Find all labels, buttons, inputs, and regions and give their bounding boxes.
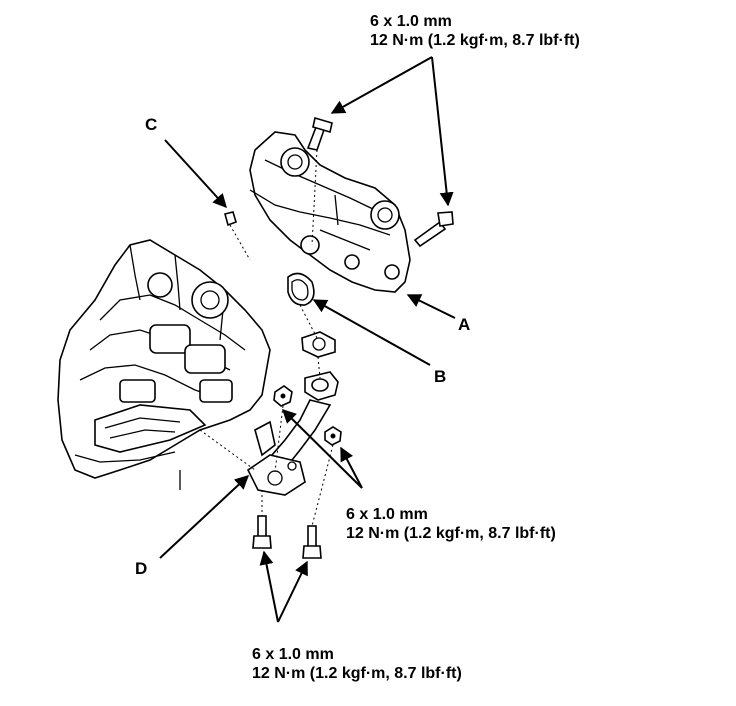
top-bolt-spec: 6 x 1.0 mm 12 N·m (1.2 kgf·m, 8.7 lbf·ft… bbox=[370, 12, 580, 50]
top-left-bolt bbox=[306, 116, 333, 151]
bottom-bolt-left bbox=[252, 515, 272, 549]
callout-b: B bbox=[434, 367, 447, 386]
middle-nut-left bbox=[273, 385, 293, 407]
alignment-lines bbox=[199, 149, 334, 527]
bottom-bolt-spec: 6 x 1.0 mm 12 N·m (1.2 kgf·m, 8.7 lbf·ft… bbox=[252, 645, 462, 683]
o-ring-b bbox=[287, 272, 315, 306]
top-bolt-size: 6 x 1.0 mm bbox=[370, 13, 452, 30]
top-right-bolt bbox=[413, 211, 454, 248]
middle-nut-right bbox=[324, 426, 342, 446]
callout-d: D bbox=[135, 559, 148, 578]
callout-a: A bbox=[458, 315, 471, 334]
bottom-bolt-right bbox=[302, 525, 322, 559]
pipe-d bbox=[246, 371, 339, 496]
middle-nut-size: 6 x 1.0 mm bbox=[346, 506, 428, 523]
pump-housing-a bbox=[249, 131, 411, 293]
middle-nut-spec: 6 x 1.0 mm 12 N·m (1.2 kgf·m, 8.7 lbf·ft… bbox=[346, 505, 556, 543]
top-bolt-torque: 12 N·m (1.2 kgf·m, 8.7 lbf·ft) bbox=[370, 32, 580, 49]
callout-c: C bbox=[145, 115, 158, 134]
gasket bbox=[301, 331, 336, 358]
middle-nut-torque: 12 N·m (1.2 kgf·m, 8.7 lbf·ft) bbox=[346, 525, 556, 542]
engine-block bbox=[57, 239, 271, 490]
dowel-pin-c bbox=[224, 211, 237, 227]
bottom-bolt-torque: 12 N·m (1.2 kgf·m, 8.7 lbf·ft) bbox=[252, 665, 462, 682]
bottom-bolt-size: 6 x 1.0 mm bbox=[252, 646, 334, 663]
leader-lines bbox=[159, 56, 456, 623]
